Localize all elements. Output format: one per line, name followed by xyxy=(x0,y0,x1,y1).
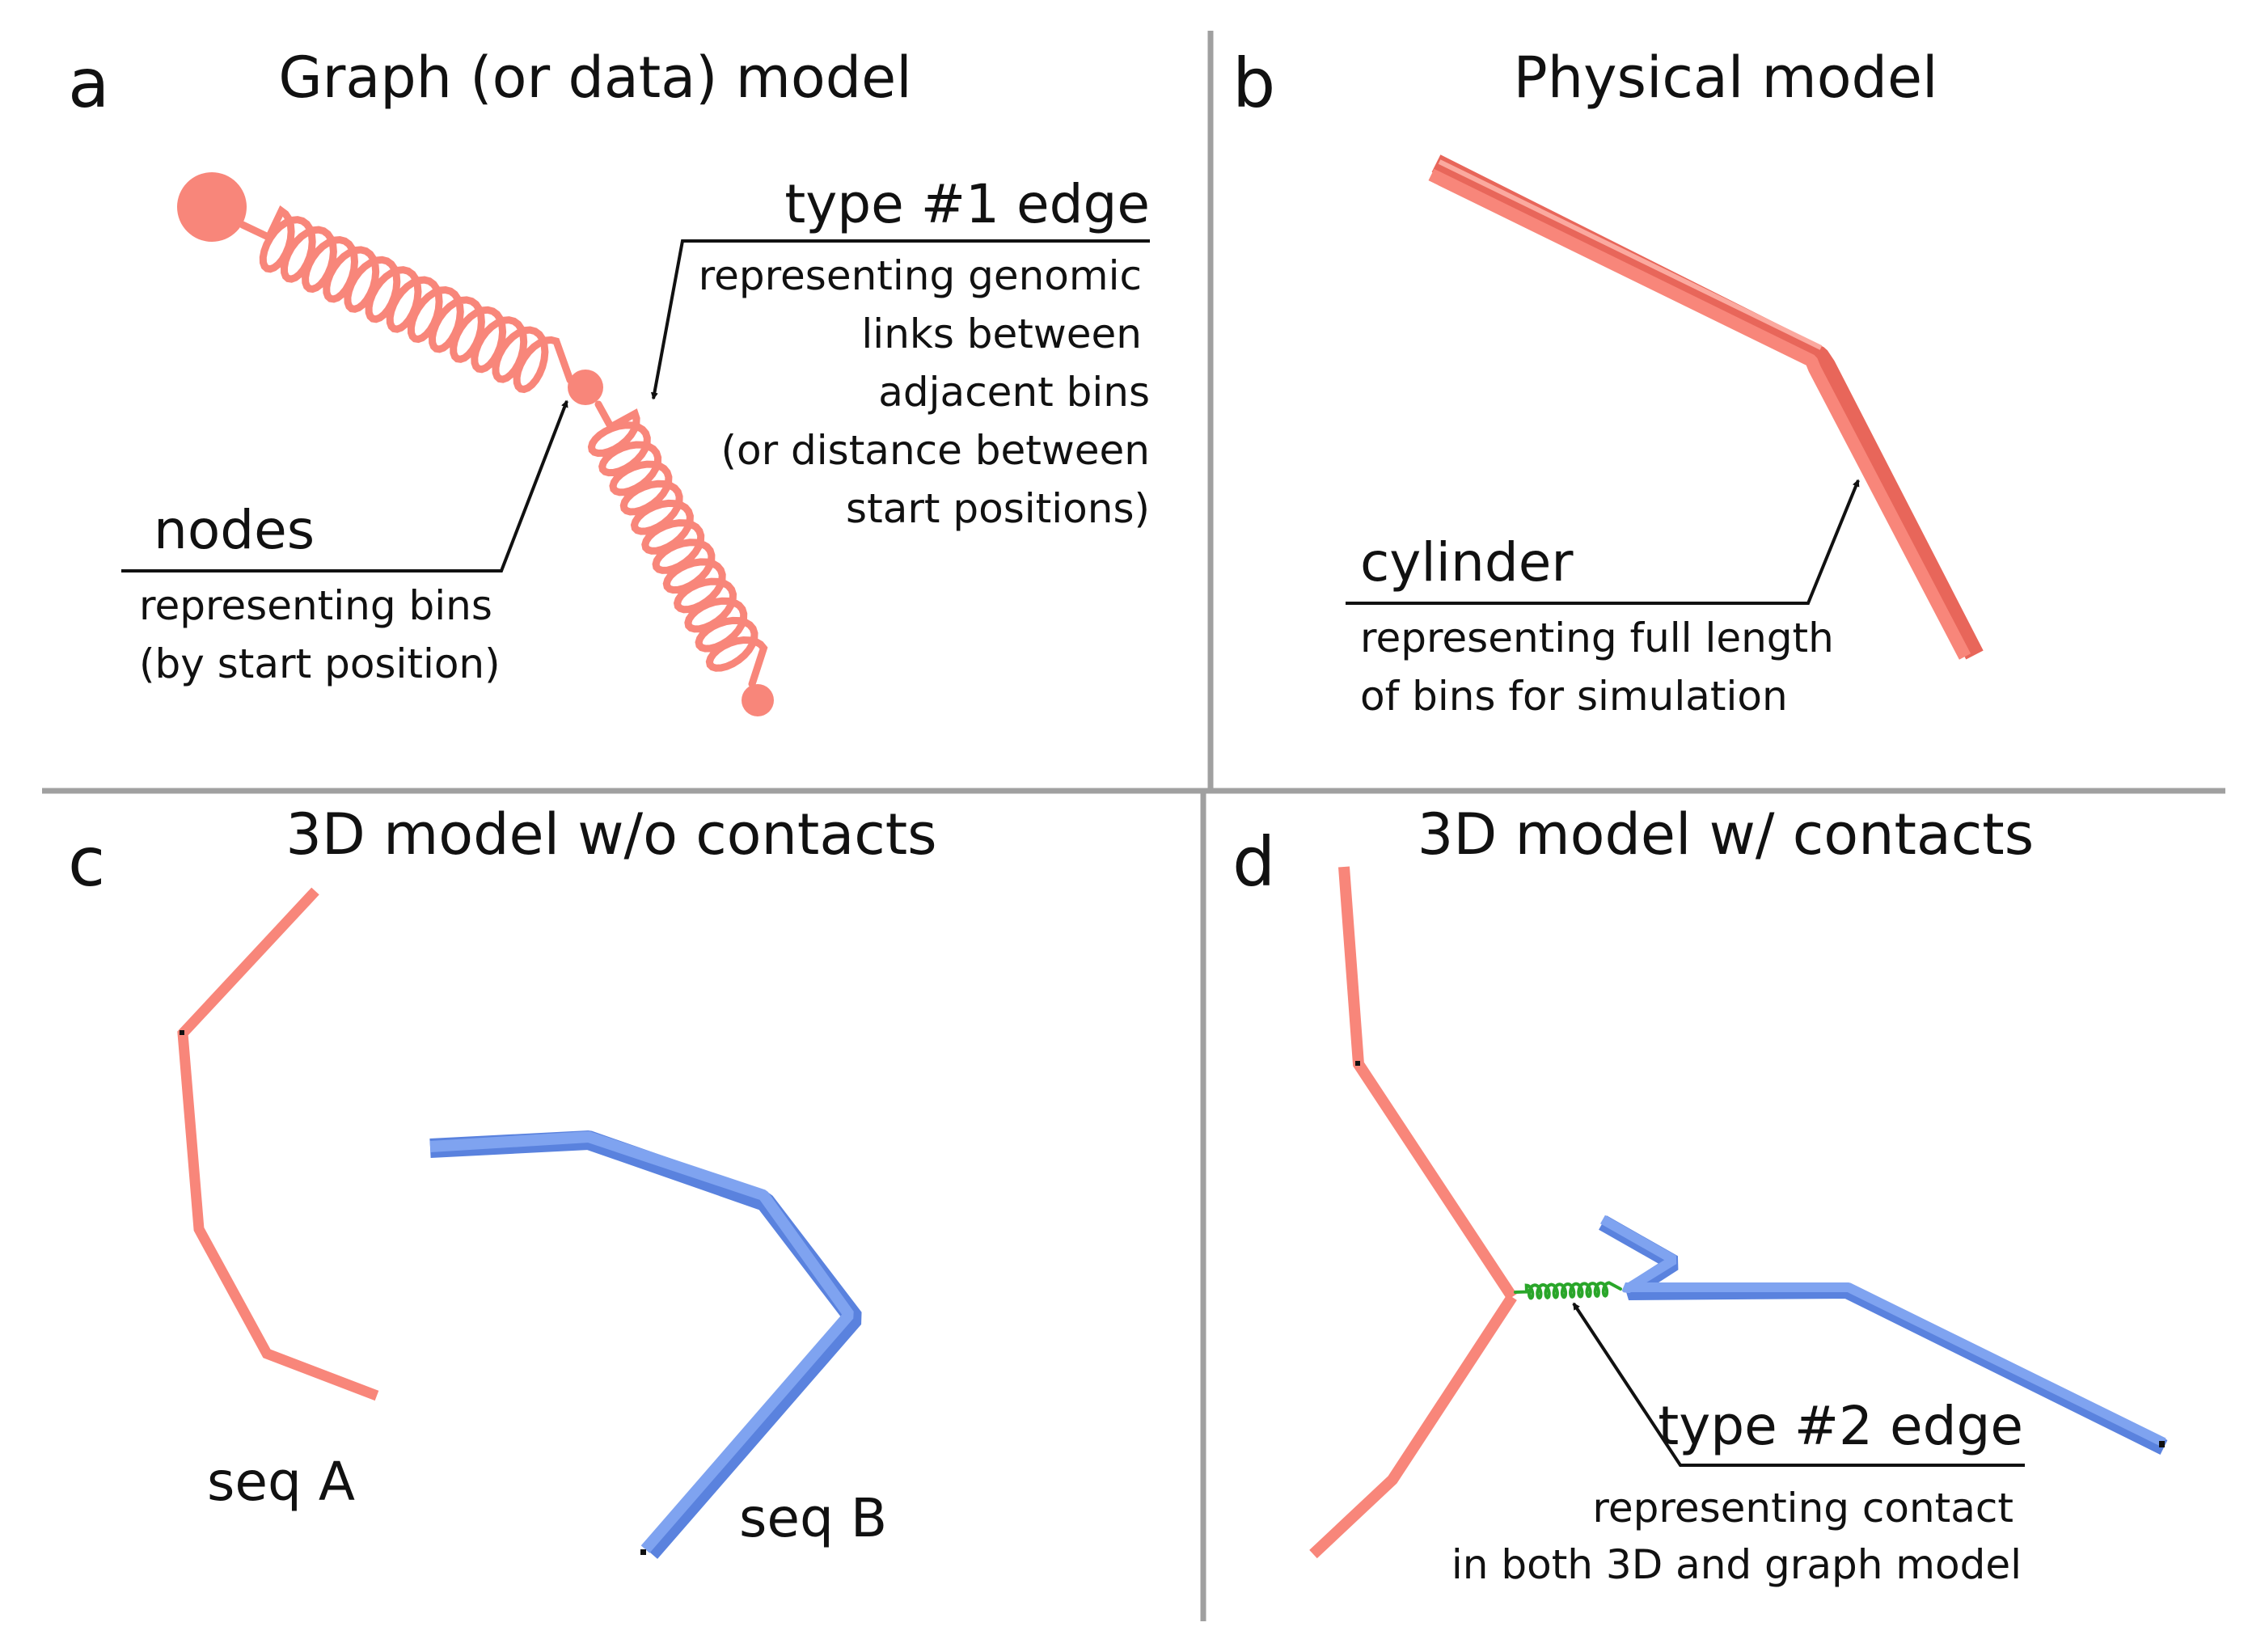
contact-salmon-chain-lower xyxy=(1309,1294,1517,1559)
edge1-desc-line-1: representing genomic xyxy=(699,252,1142,299)
contact-blue-chain xyxy=(1600,1215,2166,1447)
nodes-desc-line-1: representing bins xyxy=(139,582,492,629)
panel-c-letter: c xyxy=(68,822,105,902)
node-middle xyxy=(568,370,603,405)
panel-a-title: Graph (or data) model xyxy=(278,44,911,111)
edge1-desc-line-4: (or distance between xyxy=(720,427,1150,474)
cylinder-label: cylinder xyxy=(1360,531,1574,594)
edge1-label: type #1 edge xyxy=(784,173,1150,235)
spring-edge-2 xyxy=(587,400,768,688)
panel-a: a Graph (or data) model type #1 edge rep… xyxy=(68,44,1150,716)
edge2-leader-line xyxy=(1572,1302,2025,1467)
edge1-desc-line-3: adjacent bins xyxy=(878,369,1150,416)
panel-d: d 3D model w/ contacts type #2 edge repr… xyxy=(1232,801,2168,1588)
edge1-desc-line-2: links between xyxy=(861,311,1142,357)
panel-d-letter: d xyxy=(1232,822,1275,902)
cylinder-body xyxy=(1428,168,1971,660)
seq-b-end-marker xyxy=(640,1549,646,1555)
nodes-desc-line-2: (by start position) xyxy=(139,640,501,687)
seq-a-chain xyxy=(177,887,379,1401)
nodes-leader-line xyxy=(121,399,568,572)
panel-d-title: 3D model w/ contacts xyxy=(1418,801,2034,868)
edge2-desc-line-1: representing contact xyxy=(1592,1485,2013,1532)
seq-b-chain xyxy=(429,1131,854,1553)
panel-b-letter: b xyxy=(1232,44,1275,123)
seq-a-label: seq A xyxy=(207,1451,355,1513)
contact-salmon-joint-marker xyxy=(1355,1061,1360,1066)
panel-c-title: 3D model w/o contacts xyxy=(285,801,936,868)
panel-a-letter: a xyxy=(68,44,109,123)
cylinder-desc-line-2: of bins for simulation xyxy=(1360,673,1788,720)
panel-b: b Physical model cylinder representing f… xyxy=(1232,44,1984,720)
spring-edge-1 xyxy=(239,205,574,394)
cylinder-shade xyxy=(1431,154,1984,660)
edge2-label: type #2 edge xyxy=(1658,1395,2023,1457)
contact-salmon-chain-upper xyxy=(1338,866,1517,1300)
seq-a-joint-marker xyxy=(180,1030,184,1035)
node-end xyxy=(742,684,774,716)
edge1-desc-line-5: start positions) xyxy=(846,485,1150,532)
panel-c: c 3D model w/o contacts seq A seq B xyxy=(68,801,937,1559)
node-large xyxy=(177,172,247,242)
edge2-desc-line-2: in both 3D and graph model xyxy=(1451,1541,2022,1588)
panel-b-title: Physical model xyxy=(1514,44,1938,111)
contact-blue-end-marker xyxy=(2159,1441,2165,1447)
nodes-label: nodes xyxy=(154,499,315,561)
cylinder-desc-line-1: representing full length xyxy=(1360,615,1834,661)
contact-spring xyxy=(1514,1281,1622,1300)
cylinder-highlight xyxy=(1438,159,1823,350)
cylinder-leader-line xyxy=(1346,479,1860,605)
edge1-leader-line xyxy=(650,239,1150,400)
seq-b-label: seq B xyxy=(739,1487,887,1549)
